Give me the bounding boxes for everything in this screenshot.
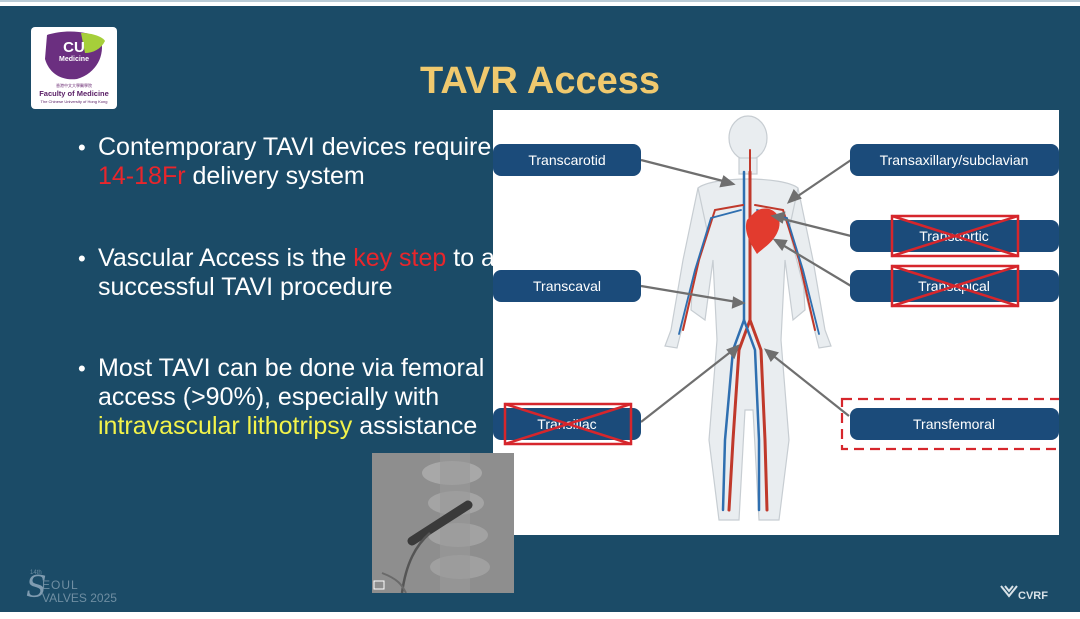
bullet-dot: • <box>78 356 86 381</box>
bullet-text: to a successful TAVI procedure <box>98 244 495 301</box>
cu-medicine-logo: CU Medicine 香港中文大學醫學院 Faculty of Medicin… <box>31 27 117 109</box>
transfemoral-highlight-box <box>840 397 1059 451</box>
bullet-text: delivery system <box>185 162 365 190</box>
route-label-text: Transcaval <box>533 278 601 294</box>
fluoroscopy-picture <box>372 453 514 593</box>
cvrf-logo: CVRF <box>998 580 1058 606</box>
logo-mark-icon <box>45 31 105 80</box>
route-label-text: Transaxillary/subclavian <box>880 152 1029 168</box>
cvrf-heart-icon <box>1000 585 1018 598</box>
access-routes-figure: Transcarotid Transaxillary/subclavian Tr… <box>493 110 1059 535</box>
bullet-text: assistance <box>352 412 478 440</box>
route-label-transfemoral: Transfemoral <box>850 408 1059 440</box>
logo-chinese: 香港中文大學醫學院 <box>56 83 92 88</box>
seoul-valves-edition: 14th <box>30 570 42 576</box>
logo-mark-text: CU <box>63 39 85 56</box>
route-label-text: Transcarotid <box>528 152 605 168</box>
seoul-valves-letter: S <box>26 570 47 605</box>
bullet-text: Contemporary TAVI devices require <box>98 133 492 161</box>
fluoroscopy-image <box>372 453 514 593</box>
route-label-text: Transfemoral <box>913 416 995 432</box>
bullet-item: • Vascular Access is the key step to a s… <box>78 244 498 302</box>
seoul-valves-line1: EOUL <box>42 578 79 592</box>
cross-out-mark <box>503 402 633 446</box>
bullet-text: Vascular Access is the <box>98 244 354 272</box>
route-label-transaortic: Transaortic <box>850 214 1059 258</box>
logo-university: The Chinese University of Hong Kong <box>40 99 108 104</box>
slide: CU Medicine 香港中文大學醫學院 Faculty of Medicin… <box>0 6 1080 612</box>
logo-faculty: Faculty of Medicine <box>39 89 109 98</box>
route-label-transaxillary: Transaxillary/subclavian <box>850 144 1059 176</box>
bullet-item: • Contemporary TAVI devices require 14-1… <box>78 133 498 191</box>
route-arrows <box>640 158 852 423</box>
cross-out-mark <box>890 264 1020 308</box>
bullet-highlight: intravascular lithotripsy <box>98 412 353 440</box>
cvrf-text: CVRF <box>1018 590 1048 602</box>
cross-out-mark <box>890 214 1020 258</box>
access-routes-diagram: Transcarotid Transaxillary/subclavian Tr… <box>493 115 1059 521</box>
route-label-transcaval: Transcaval <box>493 270 641 302</box>
bullet-item: • Most TAVI can be done via femoral acce… <box>78 354 498 441</box>
bullet-dot: • <box>78 246 86 271</box>
human-body-silhouette <box>664 115 832 521</box>
bullet-text: Most TAVI can be done via femoral access… <box>98 354 485 411</box>
bullet-highlight: key step <box>353 244 447 272</box>
logo-mark-sub: Medicine <box>59 56 89 63</box>
bullet-dot: • <box>78 135 86 160</box>
seoul-valves-line2: VALVES 2025 <box>42 591 117 605</box>
slide-title: TAVR Access <box>419 60 661 102</box>
route-label-transapical: Transapical <box>850 264 1059 308</box>
route-label-transiliac: Transiliac <box>493 402 641 446</box>
top-rule <box>0 0 1080 2</box>
heart-icon <box>745 208 780 254</box>
route-label-transcarotid: Transcarotid <box>493 144 641 176</box>
bullet-highlight: 14-18Fr <box>98 162 186 190</box>
